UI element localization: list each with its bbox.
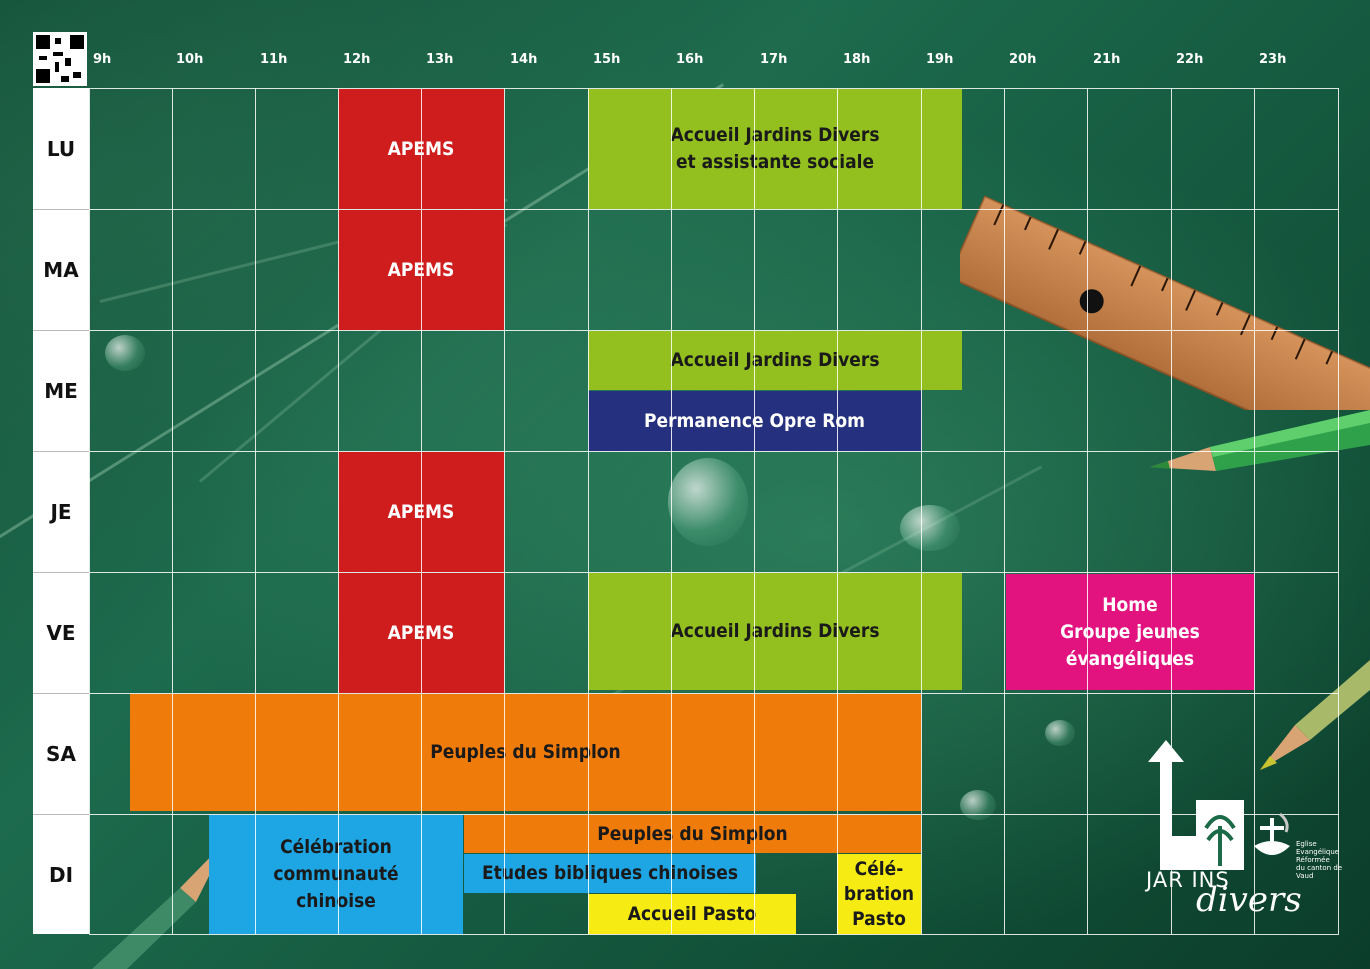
event-peuples-saturday: Peuples du Simplon — [130, 694, 921, 811]
grid-line — [1171, 88, 1172, 934]
day-label: DI — [48, 862, 74, 887]
grid-line — [89, 88, 90, 934]
grid-line — [89, 693, 1339, 694]
day-label: VE — [46, 621, 76, 645]
grid-line — [33, 814, 89, 815]
grid-line — [754, 88, 755, 934]
hour-label: 18h — [843, 52, 871, 67]
jardins-divers-logo: JAR INS divers Eglise Evangélique Réform… — [1140, 740, 1370, 940]
arrow-tree-icon — [1148, 740, 1244, 870]
grid-line — [89, 572, 1339, 573]
day-label: JE — [50, 500, 72, 524]
grid-line — [588, 88, 589, 934]
grid-line — [1254, 88, 1255, 934]
hour-label: 19h — [926, 52, 954, 67]
hour-label: 21h — [1093, 52, 1121, 67]
water-drop — [105, 335, 145, 371]
ruler-icon — [960, 195, 1370, 410]
event-celebration-chinoise-sunday: Célébration communauté chinoise — [209, 815, 463, 934]
grid-line — [33, 572, 89, 573]
green-pencil-icon — [1150, 410, 1370, 471]
hour-label: 11h — [260, 52, 288, 67]
grid-line — [1004, 88, 1005, 934]
grid-line — [89, 451, 1339, 452]
hour-label: 10h — [176, 52, 204, 67]
logo-text-jardins: JAR INS — [1146, 868, 1230, 892]
day-label: MA — [43, 258, 79, 282]
grid-line — [33, 693, 89, 694]
day-label: ME — [44, 379, 78, 403]
church-name: Eglise Evangélique Réformée du canton de… — [1296, 840, 1343, 880]
grid-line — [837, 88, 838, 934]
hour-label: 22h — [1176, 52, 1204, 67]
day-label: LU — [46, 137, 76, 161]
hour-label: 20h — [1009, 52, 1037, 67]
grid-line — [89, 934, 1339, 935]
hour-label: 14h — [510, 52, 538, 67]
water-drop — [1045, 720, 1075, 746]
day-label: SA — [46, 742, 76, 766]
grid-line — [421, 88, 422, 934]
event-accueil-wednesday: Accueil Jardins Divers — [588, 331, 962, 390]
grid-line — [338, 88, 339, 934]
grid-line — [504, 88, 505, 934]
grid-line — [172, 88, 173, 934]
grid-line — [1087, 88, 1088, 934]
grid-line — [33, 451, 89, 452]
hour-label: 9h — [93, 52, 112, 67]
event-accueil-friday: Accueil Jardins Divers — [588, 573, 962, 690]
hour-label: 23h — [1259, 52, 1287, 67]
hour-label: 12h — [343, 52, 371, 67]
grid-line — [33, 330, 89, 331]
hour-label: 13h — [426, 52, 454, 67]
grid-line — [89, 330, 1339, 331]
grid-line — [921, 88, 922, 934]
qr-code-icon — [33, 32, 87, 86]
pencil-icon — [1260, 660, 1370, 770]
grid-line — [89, 88, 1339, 89]
water-drop — [900, 505, 960, 551]
grid-line — [1338, 88, 1339, 934]
event-celebration-pasto-sunday: Célé- bration Pasto — [837, 854, 921, 934]
day-column — [33, 88, 89, 934]
grid-line — [255, 88, 256, 934]
water-drop — [960, 790, 996, 820]
grid-line — [89, 209, 1339, 210]
logo-text-divers: divers — [1196, 880, 1302, 920]
event-etudes-bibliques-sunday: Etudes bibliques chinoises — [464, 854, 756, 893]
hour-label: 15h — [593, 52, 621, 67]
hour-label: 16h — [676, 52, 704, 67]
water-drop — [668, 458, 748, 546]
grid-line — [89, 814, 1339, 815]
event-peuples-sunday: Peuples du Simplon — [464, 815, 921, 853]
event-home-friday: Home Groupe jeunes évangéliques — [1006, 574, 1254, 690]
event-accueil-pasto-sunday: Accueil Pasto — [588, 894, 796, 934]
hour-label: 17h — [760, 52, 788, 67]
event-accueil-monday: Accueil Jardins Divers et assistante soc… — [588, 89, 962, 209]
grid-line — [33, 209, 89, 210]
grid-line — [671, 88, 672, 934]
church-emblem-icon — [1254, 812, 1290, 855]
